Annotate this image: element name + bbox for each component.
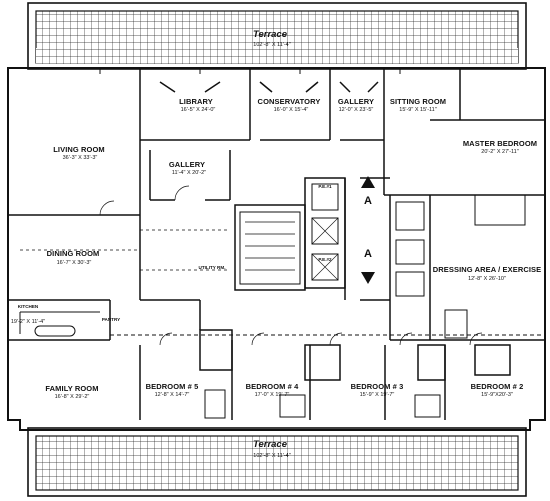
master-bedroom-name: MASTER BEDROOM	[462, 139, 538, 148]
south-terrace-name: Terrace	[253, 439, 287, 450]
bedroom5-name: BEDROOM # 5	[145, 382, 199, 391]
bedroom4-name: BEDROOM # 4	[245, 382, 299, 391]
gallery-center-dims: 11'-4" X 20'-2"	[171, 170, 207, 176]
dressing-area-name: DRESSING AREA / EXERCISE	[432, 265, 542, 274]
master-bedroom-dims: 20'-2" X 27'-11"	[481, 149, 519, 155]
kitchen-name: KITCHEN	[17, 304, 39, 309]
dining-room-dims: 16'-7" X 30'-3"	[56, 260, 92, 266]
conservatory-dims: 16'-0" X 15'-4"	[273, 107, 309, 113]
family-room-dims: 16'-8" X 29'-2"	[54, 394, 90, 400]
living-room-name: LIVING ROOM	[53, 145, 105, 154]
north-terrace-dims: 102'-8" X 11'-4"	[253, 42, 291, 48]
south-terrace	[27, 427, 527, 497]
family-room-name: FAMILY ROOM	[45, 384, 99, 393]
utility-name: UTILITY RM.	[198, 265, 226, 270]
living-room-dims: 36'-3" X 33'-3"	[62, 155, 98, 161]
door-swings	[99, 185, 483, 346]
building-outline	[7, 67, 546, 431]
conservatory-name: CONSERVATORY	[257, 97, 321, 106]
bedroom2-name: BEDROOM # 2	[470, 382, 524, 391]
bedroom3-dims: 15'-9" X 19'-7"	[359, 392, 395, 398]
library-dims: 16'-5" X 24'-0"	[180, 107, 216, 113]
pantry-name: PANTRY	[101, 317, 121, 322]
bedroom3-name: BEDROOM # 3	[350, 382, 404, 391]
bedroom5-dims: 12'-8" X 14'-7"	[154, 392, 190, 398]
sitting-room-dims: 15'-9" X 15'-11"	[399, 107, 437, 113]
gallery-north-name: GALLERY	[337, 97, 375, 106]
gallery-north-dims: 12'-0" X 23'-5"	[338, 107, 374, 113]
elevator-pe2-label: P.E.#2	[318, 257, 332, 262]
north-terrace-backing	[36, 48, 518, 64]
gallery-center-name: GALLERY	[168, 160, 206, 169]
dining-room-name: DINING ROOM	[46, 249, 100, 258]
interior-walls	[8, 68, 545, 420]
kitchen-dims: 19'-2" X 11'-4"	[10, 319, 46, 325]
sitting-room-name: SITTING ROOM	[389, 97, 447, 106]
bedroom2-dims: 15'-9"X20'-3"	[481, 392, 513, 398]
bedroom4-dims: 17'-0" X 19'-7"	[254, 392, 290, 398]
elevator-pe1-label: P.E.#1	[318, 184, 332, 189]
south-terrace-dims: 102'-8" X 11'-4"	[253, 453, 291, 459]
elevator-marker-north: A	[363, 195, 373, 207]
elevator-marker-south: A	[363, 248, 373, 260]
library-name: LIBRARY	[179, 97, 213, 106]
north-terrace-name: Terrace	[253, 29, 287, 40]
dressing-area-dims: 12'-8" X 26'-10"	[468, 276, 506, 282]
